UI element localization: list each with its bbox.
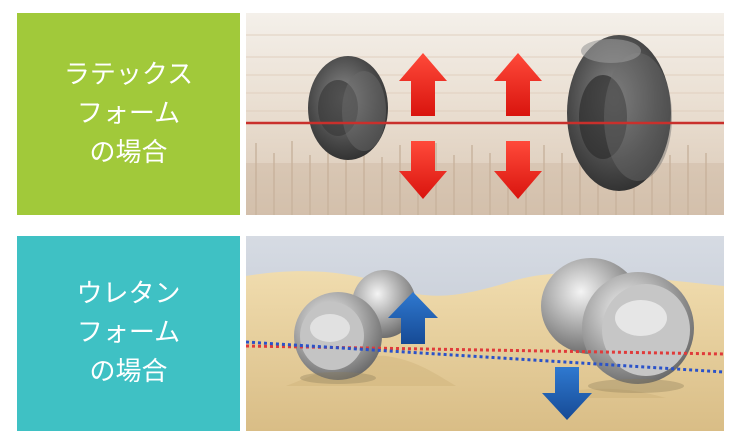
- red-down-arrow-2: [494, 141, 542, 199]
- blue-dotted-line: [246, 340, 724, 374]
- latex-label-line-3: の場合: [89, 137, 168, 168]
- latex-foam-illustration: [246, 13, 724, 215]
- latex-label-line-2: フォーム: [76, 98, 181, 129]
- red-down-arrow-1: [399, 141, 447, 199]
- blue-down-arrow: [542, 367, 592, 420]
- urethane-foam-photo: [246, 236, 724, 431]
- urethane-label-line-2: フォーム: [76, 318, 181, 348]
- urethane-label-line-3: の場合: [89, 357, 168, 387]
- small-weight-left: [308, 56, 388, 160]
- small-weight-left: [294, 270, 416, 384]
- urethane-foam-illustration: [246, 236, 724, 431]
- urethane-label-line-1: ウレタン: [76, 279, 181, 309]
- latex-foam-photo: [246, 13, 724, 215]
- blue-up-arrow: [388, 292, 438, 344]
- red-up-arrow-2: [494, 53, 542, 116]
- latex-label-line-1: ラテックス: [63, 59, 194, 90]
- red-up-arrow-1: [399, 53, 447, 116]
- latex-foam-label-box: ラテックス フォーム の場合: [17, 13, 240, 215]
- urethane-foam-label-box: ウレタン フォーム の場合: [17, 236, 240, 431]
- large-weight-right: [567, 35, 672, 191]
